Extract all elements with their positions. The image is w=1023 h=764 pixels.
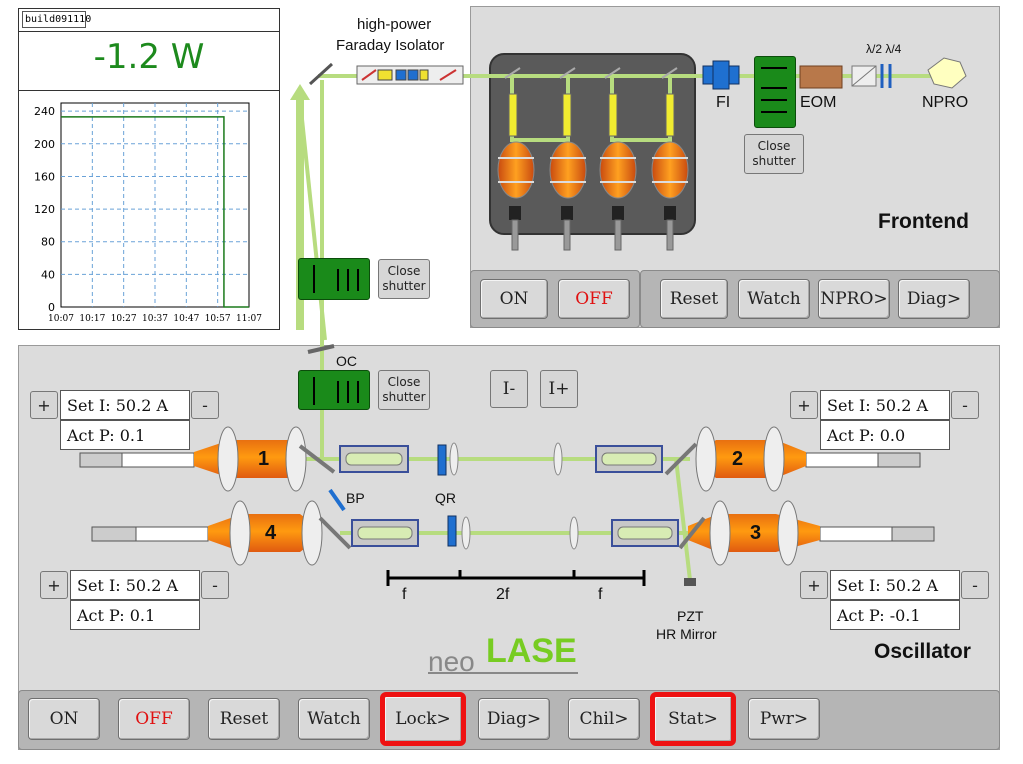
- pump-2-minus-button[interactable]: -: [951, 391, 979, 419]
- oscillator-off-button[interactable]: OFF: [118, 698, 190, 740]
- oscillator-title: Oscillator: [874, 640, 971, 663]
- frontend-on-button[interactable]: ON: [480, 279, 548, 319]
- power-monitor: build091110 -1.2 W 0 40 80 120 160 200 240 10:0…: [18, 8, 280, 330]
- frontend-npro-button[interactable]: NPRO>: [818, 279, 890, 319]
- current-increase-button[interactable]: I+: [540, 370, 578, 408]
- qr-element: [437, 444, 447, 476]
- pump-4-set-current[interactable]: Set I: 50.2 A: [70, 570, 200, 600]
- pump-3-set-current[interactable]: Set I: 50.2 A: [830, 570, 960, 600]
- pump-1-minus-button[interactable]: -: [191, 391, 219, 419]
- logo-lase: LASE: [486, 632, 577, 670]
- oscillator-watch-button[interactable]: Watch: [298, 698, 370, 740]
- oscillator-close-shutter-button[interactable]: Close shutter: [378, 370, 430, 410]
- chart-ytick-label: 200: [34, 138, 55, 151]
- pump-2-actual-power: Act P: 0.0: [820, 420, 950, 450]
- pump-head-2: [664, 426, 921, 492]
- amp-modules: [497, 67, 689, 251]
- logo-neo: neo: [428, 646, 475, 677]
- oscillator-diag-button[interactable]: Diag>: [478, 698, 550, 740]
- pump-4-actual-power: Act P: 0.1: [70, 600, 200, 630]
- chart-xtick-label: 10:27: [111, 314, 137, 324]
- current-decrease-button[interactable]: I-: [490, 370, 528, 408]
- pump-2-number: 2: [732, 448, 744, 470]
- middle-shutter: [298, 258, 370, 300]
- frontend-reset-button[interactable]: Reset: [660, 279, 728, 319]
- pump-3-number: 3: [750, 522, 762, 544]
- logo-underline: [428, 672, 578, 674]
- oscillator-stat-button[interactable]: Stat>: [650, 692, 736, 746]
- npro-label: NPRO: [922, 94, 969, 111]
- pump-1-actual-power: Act P: 0.1: [60, 420, 190, 450]
- frontend-shutter: [754, 56, 796, 128]
- chart-ytick-label: 40: [41, 268, 55, 281]
- pump-3-actual-power: Act P: -0.1: [830, 600, 960, 630]
- chart-ytick-label: 120: [34, 203, 55, 216]
- pump-2-set-current[interactable]: Set I: 50.2 A: [820, 390, 950, 420]
- frontend-off-button[interactable]: OFF: [558, 279, 630, 319]
- frontend-close-shutter-button[interactable]: Close shutter: [744, 134, 804, 174]
- beam-arrow: [290, 84, 310, 330]
- oscillator-chil-button[interactable]: Chil>: [568, 698, 640, 740]
- scale-f1: f: [402, 586, 407, 603]
- waveplates-label: λ/2 λ/4: [866, 42, 902, 56]
- pzt-label: PZT: [677, 608, 704, 624]
- pump-head-1: [79, 426, 336, 492]
- chart-series-line: [61, 116, 249, 308]
- pump-1-plus-button[interactable]: +: [30, 391, 58, 419]
- npro-crystal: [927, 57, 967, 89]
- oscillator-shutter: [298, 370, 370, 410]
- power-chart: 0 40 80 120 160 200 240 10:07 10:17 10:27 10:37 10:…: [34, 102, 262, 324]
- pump-4-minus-button[interactable]: -: [201, 571, 229, 599]
- pzt-mirror: [684, 578, 696, 586]
- pump-head-3: [678, 500, 935, 566]
- chart-ytick-label: 160: [34, 170, 55, 183]
- pump-2-plus-button[interactable]: +: [790, 391, 818, 419]
- chart-xtick-label: 10:17: [79, 314, 105, 324]
- oscillator-on-button[interactable]: ON: [28, 698, 100, 740]
- fi-label: FI: [716, 94, 731, 111]
- chart-xtick-label: 11:07: [236, 314, 262, 324]
- pump-head-4: [91, 500, 352, 566]
- oscillator-reset-button[interactable]: Reset: [208, 698, 280, 740]
- chart-ytick-label: 240: [34, 105, 55, 118]
- scale-f3: f: [598, 586, 603, 603]
- eom-label: EOM: [800, 94, 837, 111]
- pump-3-minus-button[interactable]: -: [961, 571, 989, 599]
- oc-label: OC: [336, 353, 357, 369]
- chart-xtick-label: 10:07: [48, 314, 74, 324]
- chart-xtick-label: 10:37: [142, 314, 168, 324]
- frontend-diag-button[interactable]: Diag>: [898, 279, 970, 319]
- focal-scale: [386, 570, 646, 586]
- hr-mirror-label: HR Mirror: [656, 626, 717, 642]
- middle-close-shutter-button[interactable]: Close shutter: [378, 259, 430, 299]
- power-readout-box: [19, 31, 279, 91]
- amp-box: [489, 53, 696, 235]
- chart-ytick-label: 0: [48, 301, 55, 314]
- chart-xtick-label: 10:47: [173, 314, 199, 324]
- faraday-label-line1: high-power: [357, 16, 432, 33]
- frontend-title: Frontend: [878, 210, 969, 233]
- power-readout: -1.2 W: [93, 37, 205, 77]
- eom-element: [799, 65, 843, 89]
- pump-1-set-current[interactable]: Set I: 50.2 A: [60, 390, 190, 420]
- scale-2f: 2f: [496, 586, 510, 603]
- pump-4-plus-button[interactable]: +: [40, 571, 68, 599]
- pump-1-number: 1: [258, 448, 270, 470]
- pump-4-number: 4: [265, 522, 277, 544]
- bp-label: BP: [346, 490, 365, 506]
- chart-ytick-label: 80: [41, 236, 55, 249]
- qr-label: QR: [435, 490, 456, 506]
- oscillator-lock-button[interactable]: Lock>: [380, 692, 466, 746]
- chart-xtick-label: 10:57: [205, 314, 231, 324]
- pump-3-plus-button[interactable]: +: [800, 571, 828, 599]
- frontend-watch-button[interactable]: Watch: [738, 279, 810, 319]
- build-label: build091110: [22, 11, 91, 28]
- faraday-label-line2: Faraday Isolator: [336, 37, 445, 54]
- oscillator-pwr-button[interactable]: Pwr>: [748, 698, 820, 740]
